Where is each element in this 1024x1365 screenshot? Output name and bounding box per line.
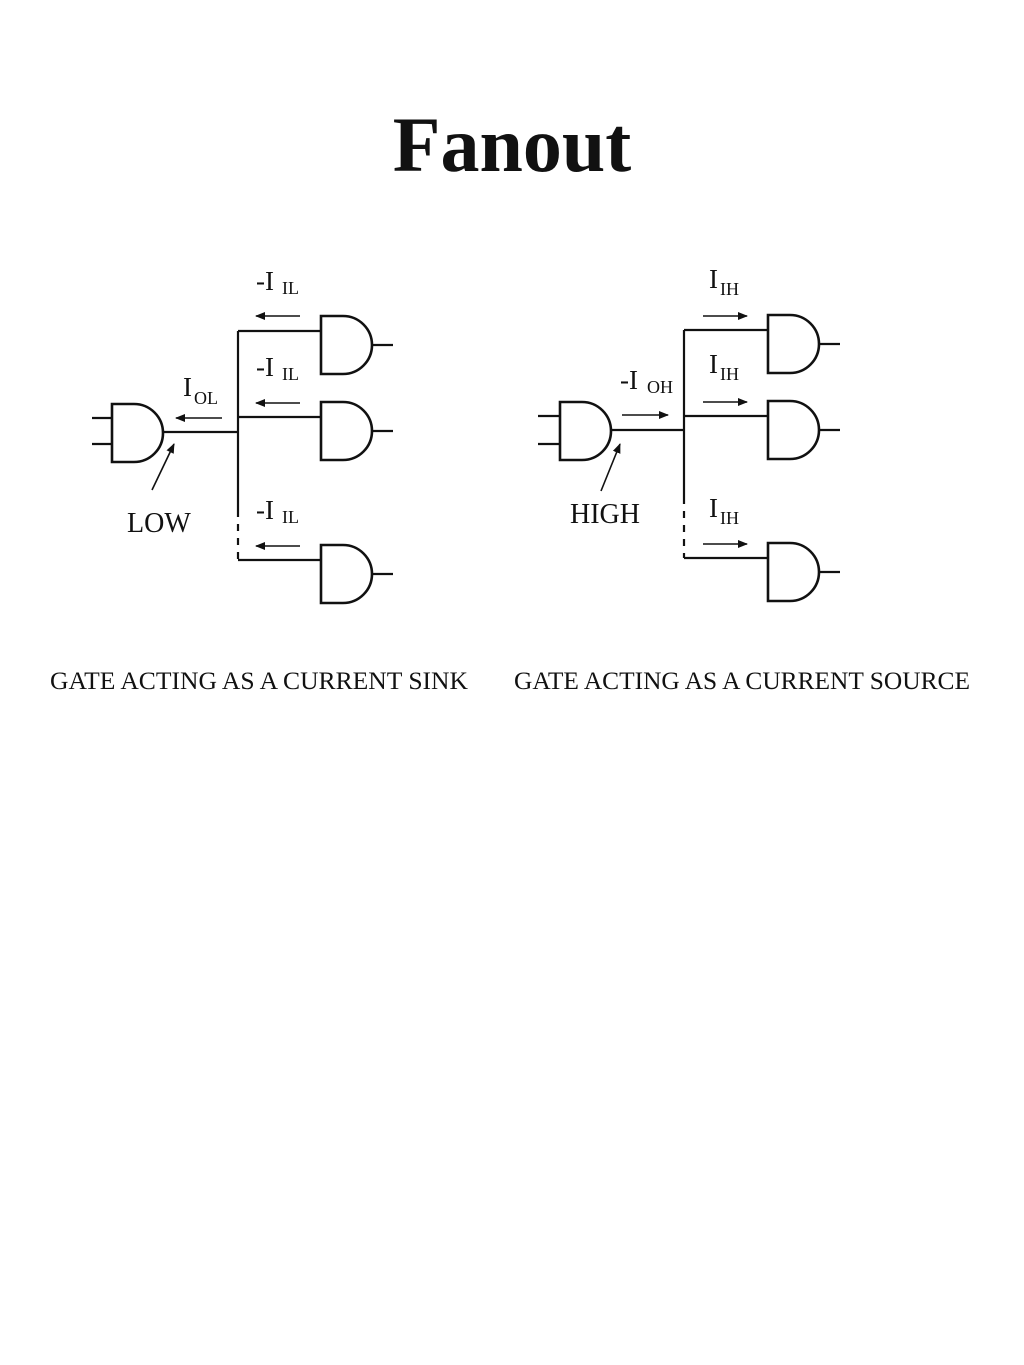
sink-state-label: LOW: [127, 508, 191, 539]
source-high-pointer-arrow: [600, 443, 621, 492]
sink-driver-gate: [110, 402, 165, 464]
source-state-label: HIGH: [570, 499, 640, 530]
source-caption: GATE ACTING AS A CURRENT SOURCE: [514, 666, 970, 695]
sink-load-gate-1: [319, 314, 374, 376]
source-load-gate-3: [766, 541, 821, 603]
page-title: Fanout: [392, 101, 632, 188]
source-load-gate-1: [766, 313, 821, 375]
source-load-gate-2: [766, 399, 821, 461]
source-driver-gate: [558, 400, 613, 462]
sink-low-pointer-arrow: [151, 443, 175, 491]
sink-load-gate-3: [319, 543, 374, 605]
sink-caption: GATE ACTING AS A CURRENT SINK: [50, 666, 469, 695]
sink-load-gate-2: [319, 400, 374, 462]
